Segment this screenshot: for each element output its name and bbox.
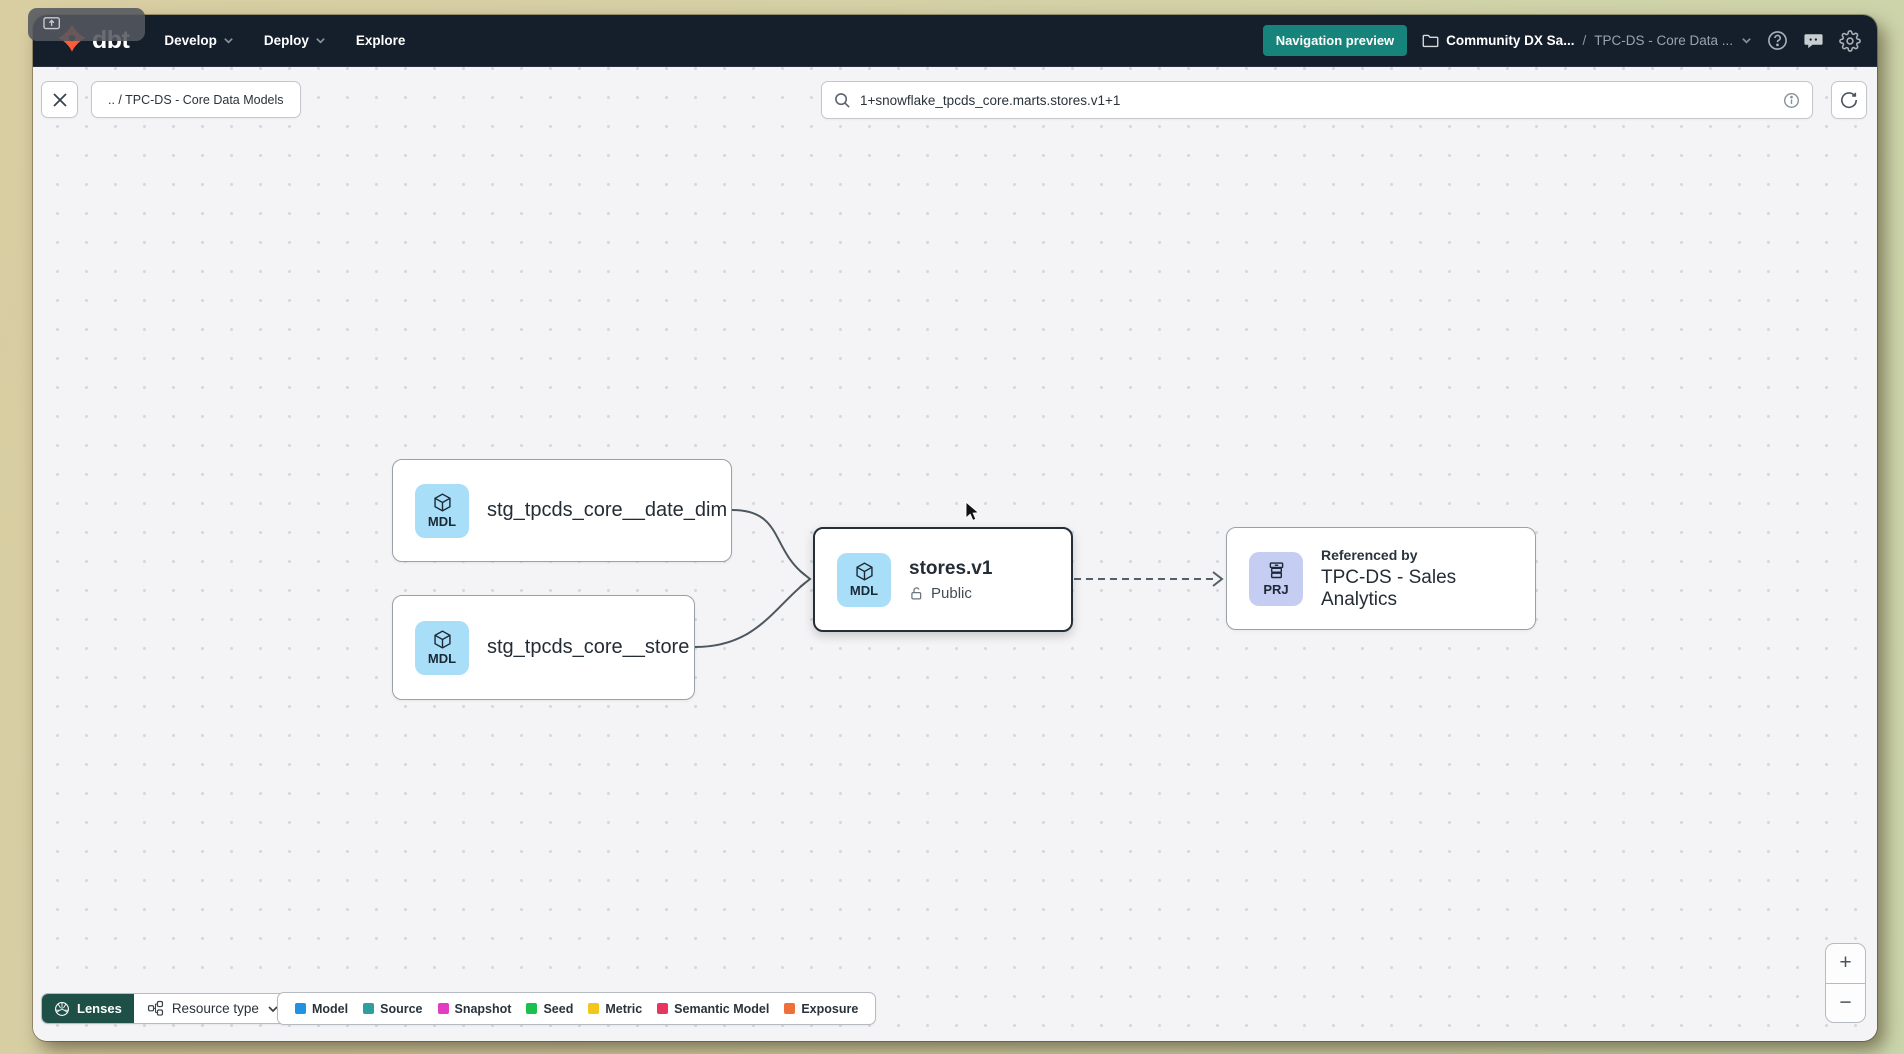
legend-item-semantic-model: Semantic Model bbox=[657, 1002, 769, 1016]
node-label: stg_tpcds_core__date_dim bbox=[487, 499, 728, 521]
legend-swatch bbox=[363, 1003, 375, 1014]
zoom-in-button[interactable]: + bbox=[1826, 944, 1865, 984]
info-icon[interactable] bbox=[1783, 92, 1800, 109]
legend-label: Semantic Model bbox=[674, 1001, 770, 1016]
lens-controls: Lenses Resource type bbox=[41, 993, 293, 1024]
lens-aperture-icon bbox=[55, 1001, 69, 1016]
legend-label: Metric bbox=[605, 1001, 643, 1016]
legend-label: Snapshot bbox=[454, 1001, 512, 1016]
refresh-graph-button[interactable] bbox=[1831, 81, 1867, 119]
recording-overlay-pill bbox=[28, 8, 145, 41]
legend-item-model: Model bbox=[295, 1002, 348, 1016]
breadcrumb-account: Community DX Sa... bbox=[1446, 33, 1575, 48]
menu-explore[interactable]: Explore bbox=[355, 33, 406, 48]
zoom-controls: + − bbox=[1825, 943, 1866, 1023]
lineage-search-bar bbox=[821, 81, 1813, 119]
legend-item-snapshot: Snapshot bbox=[437, 1001, 512, 1016]
lineage-canvas[interactable]: .. / TPC-DS - Core Data Models MDL stg_t… bbox=[33, 67, 1877, 1041]
cube-icon bbox=[433, 493, 451, 512]
model-badge: MDL bbox=[415, 483, 469, 538]
feedback-chat-icon[interactable] bbox=[1803, 30, 1824, 51]
screen-share-icon bbox=[43, 16, 60, 29]
app-window: dbt Develop Deploy Explore Navigation pr… bbox=[33, 15, 1877, 1041]
node-label: stores.v1 bbox=[909, 557, 993, 579]
zoom-out-button[interactable]: − bbox=[1839, 990, 1852, 1014]
breadcrumb[interactable]: Community DX Sa... / TPC-DS - Core Data … bbox=[1422, 33, 1752, 48]
breadcrumb-separator: / bbox=[1582, 33, 1587, 48]
archive-icon bbox=[1269, 562, 1283, 579]
legend-label: Source bbox=[380, 1001, 423, 1016]
navigation-preview-badge[interactable]: Navigation preview bbox=[1262, 25, 1408, 56]
lineage-breadcrumb-chip[interactable]: .. / TPC-DS - Core Data Models bbox=[91, 81, 301, 118]
legend-item-metric: Metric bbox=[588, 1002, 642, 1016]
cube-icon bbox=[855, 562, 873, 581]
legend-swatch bbox=[657, 1003, 669, 1014]
chevron-down-icon bbox=[316, 38, 325, 44]
node-stores-v1[interactable]: MDL stores.v1 Public bbox=[813, 527, 1073, 632]
close-lineage-button[interactable] bbox=[41, 81, 78, 118]
cube-icon bbox=[433, 630, 451, 649]
top-navigation-bar: dbt Develop Deploy Explore Navigation pr… bbox=[33, 15, 1877, 67]
legend-item-exposure: Exposure bbox=[784, 1002, 858, 1016]
close-icon bbox=[52, 92, 67, 107]
lenses-button[interactable]: Lenses bbox=[42, 994, 134, 1023]
help-icon[interactable] bbox=[1767, 30, 1788, 51]
node-visibility: Public bbox=[931, 584, 972, 602]
legend-item-source: Source bbox=[363, 1001, 423, 1016]
legend-label: Seed bbox=[543, 1001, 574, 1016]
node-stg-tpcds-core-date-dim[interactable]: MDL stg_tpcds_core__date_dim bbox=[392, 459, 732, 562]
mouse-cursor bbox=[965, 501, 982, 528]
referenced-by-label: Referenced by bbox=[1321, 546, 1418, 563]
search-icon bbox=[835, 92, 850, 108]
settings-gear-icon[interactable] bbox=[1839, 29, 1861, 52]
folder-icon bbox=[1422, 34, 1439, 48]
legend-item-seed: Seed bbox=[526, 1002, 573, 1016]
legend-swatch bbox=[526, 1003, 538, 1014]
node-referenced-by-sales-analytics[interactable]: PRJ Referenced by TPC-DS - Sales Analyti… bbox=[1226, 527, 1536, 630]
resource-type-dropdown[interactable]: Resource type bbox=[134, 994, 292, 1023]
legend-swatch bbox=[588, 1003, 600, 1014]
refresh-icon bbox=[1841, 92, 1858, 109]
model-badge: MDL bbox=[415, 620, 469, 675]
legend: Model Source Snapshot Seed Metric Semantic Mo… bbox=[277, 992, 877, 1025]
project-badge: PRJ bbox=[1249, 551, 1303, 606]
legend-swatch bbox=[437, 1003, 449, 1014]
chevron-down-icon bbox=[1742, 38, 1751, 44]
menu-develop[interactable]: Develop bbox=[149, 15, 249, 67]
chevron-down-icon bbox=[268, 1005, 278, 1012]
search-input[interactable] bbox=[860, 92, 1774, 108]
node-stg-tpcds-core-store[interactable]: MDL stg_tpcds_core__store bbox=[392, 595, 695, 700]
legend-swatch bbox=[295, 1003, 306, 1014]
resource-graph-icon bbox=[147, 1000, 163, 1016]
legend-label: Exposure bbox=[801, 1001, 859, 1016]
legend-label: Model bbox=[312, 1001, 349, 1016]
model-badge: MDL bbox=[837, 552, 891, 607]
unlock-icon bbox=[911, 586, 922, 600]
breadcrumb-project: TPC-DS - Core Data ... bbox=[1594, 33, 1733, 48]
node-label: stg_tpcds_core__store bbox=[487, 636, 690, 658]
node-label: TPC-DS - Sales Analytics bbox=[1321, 566, 1457, 610]
menu-deploy[interactable]: Deploy bbox=[249, 15, 341, 67]
legend-swatch bbox=[784, 1003, 796, 1014]
chevron-down-icon bbox=[224, 38, 233, 44]
